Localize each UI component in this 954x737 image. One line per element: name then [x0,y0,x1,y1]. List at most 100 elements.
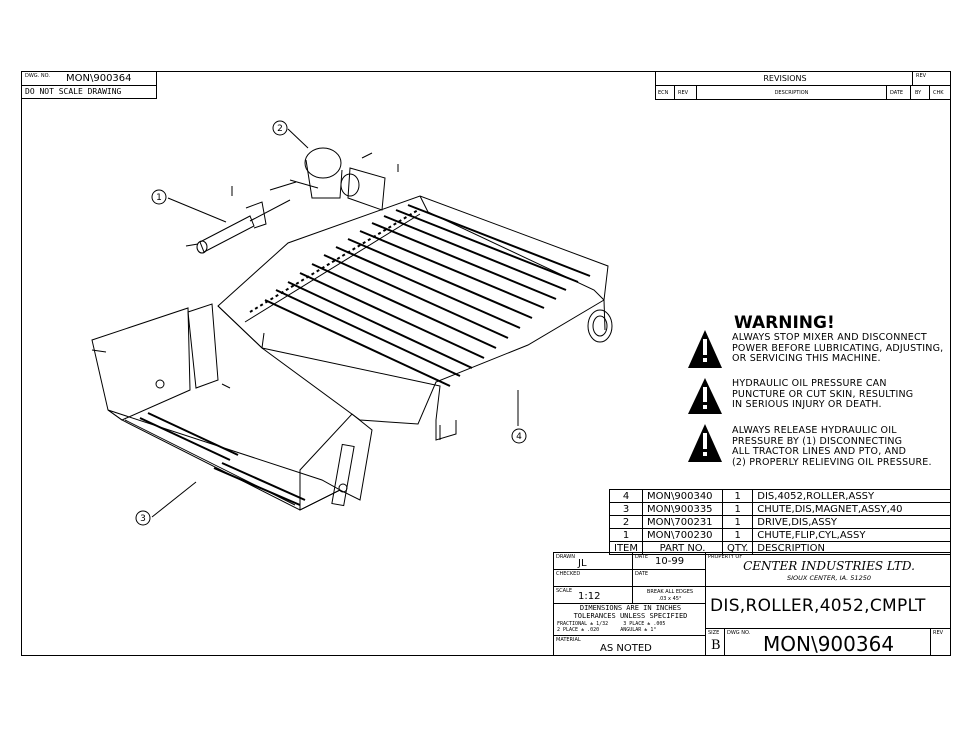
title-block: DRAWN JL DATE 10-99 CHECKED DATE PROPERT… [553,552,951,656]
scale-label: SCALE [556,588,573,594]
warning-title: WARNING! [734,313,835,333]
material-value: AS NOTED [600,643,652,654]
size-cell: SIZE B [705,628,725,656]
callout-2 [272,120,288,136]
dwg-no-label-bottom: DWG NO. [727,630,751,636]
bom-row: 2 MON\700231 1 DRIVE,DIS,ASSY [608,515,951,529]
company-cell: PROPERTY OF CENTER INDUSTRIES LTD. SIOUX… [705,552,951,587]
company-name: CENTER INDUSTRIES LTD. [743,559,915,573]
bom-row: 1 MON\700230 1 CHUTE,FLIP,CYL,ASSY [608,528,951,542]
bom-row: 4 MON\900340 1 DIS,4052,ROLLER,ASSY [608,489,951,503]
bom-description: DIS,4052,ROLLER,ASSY [752,489,951,503]
warning-line: HYDRAULIC OIL PRESSURE CAN [732,378,887,389]
property-label: PROPERTY OF [708,554,743,560]
bom-description: CHUTE,FLIP,CYL,ASSY [752,528,951,542]
bom-header-qty: QTY. [722,541,754,555]
dwg-no-bottom: MON\900364 [763,632,895,656]
revisions-header-row: ECN REV DESCRIPTION DATE BY CHK [655,85,951,100]
bom-header-row: ITEM PART NO. QTY. DESCRIPTION [608,541,951,555]
drawn-label: DRAWN [556,554,575,560]
warning-line: ALL TRACTOR LINES AND PTO, AND [732,446,907,457]
bom-qty: 1 [722,515,754,529]
rev-col-chk: CHK [929,85,951,100]
do-not-scale-note: DO NOT SCALE DRAWING [25,87,122,96]
bom-header-item: ITEM [608,541,644,555]
drive-assembly [231,147,399,211]
chute-assembly [91,303,373,511]
tolerance-line: 2 PLACE ± .020 ANGULAR ± 1° [557,627,657,633]
material-label: MATERIAL [556,637,581,643]
flip-cylinder-assembly [185,199,291,254]
bill-of-materials: 4 MON\900340 1 DIS,4052,ROLLER,ASSY 3 MO… [608,489,951,555]
revisions-title: REVISIONS [763,74,807,83]
tolerance-line: DIMENSIONS ARE IN INCHES [579,604,682,612]
drawn-by: JL [578,558,587,569]
date2-label: DATE [635,571,649,577]
drawn-cell: DRAWN JL [553,552,633,570]
warning-line: OR SERVICING THIS MACHINE. [732,353,881,364]
bom-item: 4 [608,489,644,503]
warning-item-2: HYDRAULIC OIL PRESSURE CAN PUNCTURE OR C… [732,378,914,411]
rev-label-bottom: REV [933,630,944,636]
callout-4-label: 4 [516,432,522,442]
bom-part-no: MON\900340 [642,489,724,503]
bom-part-no: MON\900335 [642,502,724,516]
bom-qty: 1 [722,528,754,542]
tolerance-line: TOLERANCES UNLESS SPECIFIED [573,612,688,620]
callout-1-label: 1 [156,193,162,203]
drawing-sheet-border [21,71,951,656]
date-value: 10-99 [655,556,685,567]
bom-qty: 1 [722,489,754,503]
break-edges-cell: BREAK ALL EDGES .03 x 45° [632,586,706,604]
checked-label: CHECKED [556,571,581,577]
bom-description: DRIVE,DIS,ASSY [752,515,951,529]
warning-line: PRESSURE BY (1) DISCONNECTING [732,435,903,447]
rev-cell: REV [930,628,951,656]
warning-line: POWER BEFORE LUBRICATING, ADJUSTING, [732,342,944,354]
bom-item: 1 [608,528,644,542]
warning-line: ALWAYS RELEASE HYDRAULIC OIL [732,425,897,436]
date-cell: DATE 10-99 [632,552,706,570]
break-edges-line: BREAK ALL EDGES [646,589,694,595]
tolerances-cell: DIMENSIONS ARE IN INCHES TOLERANCES UNLE… [553,603,706,636]
revisions-rev-label: REV [916,73,927,79]
scale-cell: SCALE 1:12 [553,586,633,604]
size-value: B [711,638,721,653]
date-label: DATE [635,554,649,560]
bom-part-no: MON\700231 [642,515,724,529]
date2-cell: DATE [632,569,706,587]
checked-cell: CHECKED [553,569,633,587]
callout-3 [135,510,151,526]
bom-part-no: MON\700230 [642,528,724,542]
warning-item-1: ALWAYS STOP MIXER AND DISCONNECT POWER B… [732,332,944,365]
dwg-no-label: DWG. NO. [25,73,50,79]
bom-item: 2 [608,515,644,529]
bom-header-description: DESCRIPTION [752,541,951,555]
roller-bed-assembly [217,195,613,441]
bom-description: CHUTE,DIS,MAGNET,ASSY,40 [752,502,951,516]
warning-line: IN SERIOUS INJURY OR DEATH. [732,399,882,410]
bom-row: 3 MON\900335 1 CHUTE,DIS,MAGNET,ASSY,40 [608,502,951,516]
scale-note-box: DO NOT SCALE DRAWING [21,85,157,99]
bom-item: 3 [608,502,644,516]
warning-line: PUNCTURE OR CUT SKIN, RESULTING [732,388,914,400]
warning-icons [688,330,722,462]
callout-3-label: 3 [140,514,146,524]
dwg-no-top: MON\900364 [66,73,132,84]
callout-2-label: 2 [277,124,283,134]
bom-qty: 1 [722,502,754,516]
callout-1 [151,189,167,205]
dwg-no-cell: DWG NO. MON\900364 [724,628,931,656]
callout-4 [511,428,527,444]
warning-line: (2) PROPERLY RELIEVING OIL PRESSURE. [732,456,932,468]
company-location: SIOUX CENTER, IA. 51250 [787,574,871,582]
drawing-title-cell: DIS,ROLLER,4052,CMPLT [705,586,951,629]
warning-item-3: ALWAYS RELEASE HYDRAULIC OIL PRESSURE BY… [732,425,932,468]
scale-value: 1:12 [578,591,601,602]
warning-line: ALWAYS STOP MIXER AND DISCONNECT [732,332,927,343]
break-edges-line: .03 x 45° [658,596,682,602]
drawing-title: DIS,ROLLER,4052,CMPLT [710,596,926,616]
tolerance-line: FRACTIONAL ± 1/32 3 PLACE ± .005 [557,621,666,627]
material-cell: MATERIAL AS NOTED [553,635,706,656]
